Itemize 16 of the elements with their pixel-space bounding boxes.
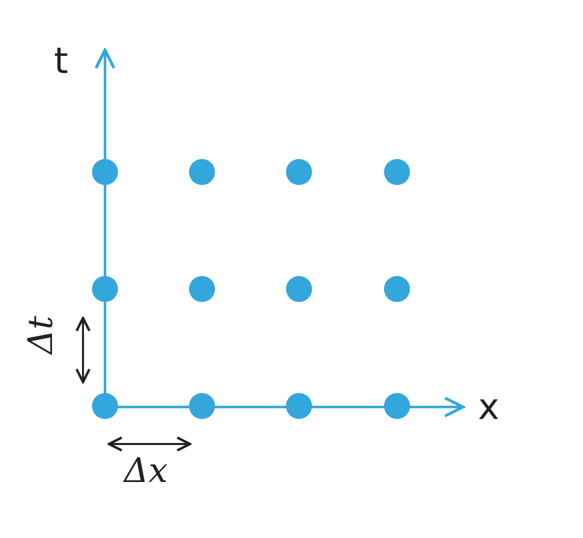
grid-point [384, 276, 410, 302]
grid-point [92, 276, 118, 302]
grid-point [286, 276, 312, 302]
grid-point [92, 393, 118, 419]
step-label: Δt [24, 316, 58, 354]
grid-point [286, 393, 312, 419]
grid-point [384, 393, 410, 419]
axis-label: t [54, 44, 68, 80]
grid-point [384, 159, 410, 185]
grid-point [189, 276, 215, 302]
grid-point [92, 159, 118, 185]
axis-label: x [478, 390, 500, 426]
grid-point [286, 159, 312, 185]
grid-point [189, 159, 215, 185]
step-label: Δx [124, 454, 168, 488]
grid-point [189, 393, 215, 419]
